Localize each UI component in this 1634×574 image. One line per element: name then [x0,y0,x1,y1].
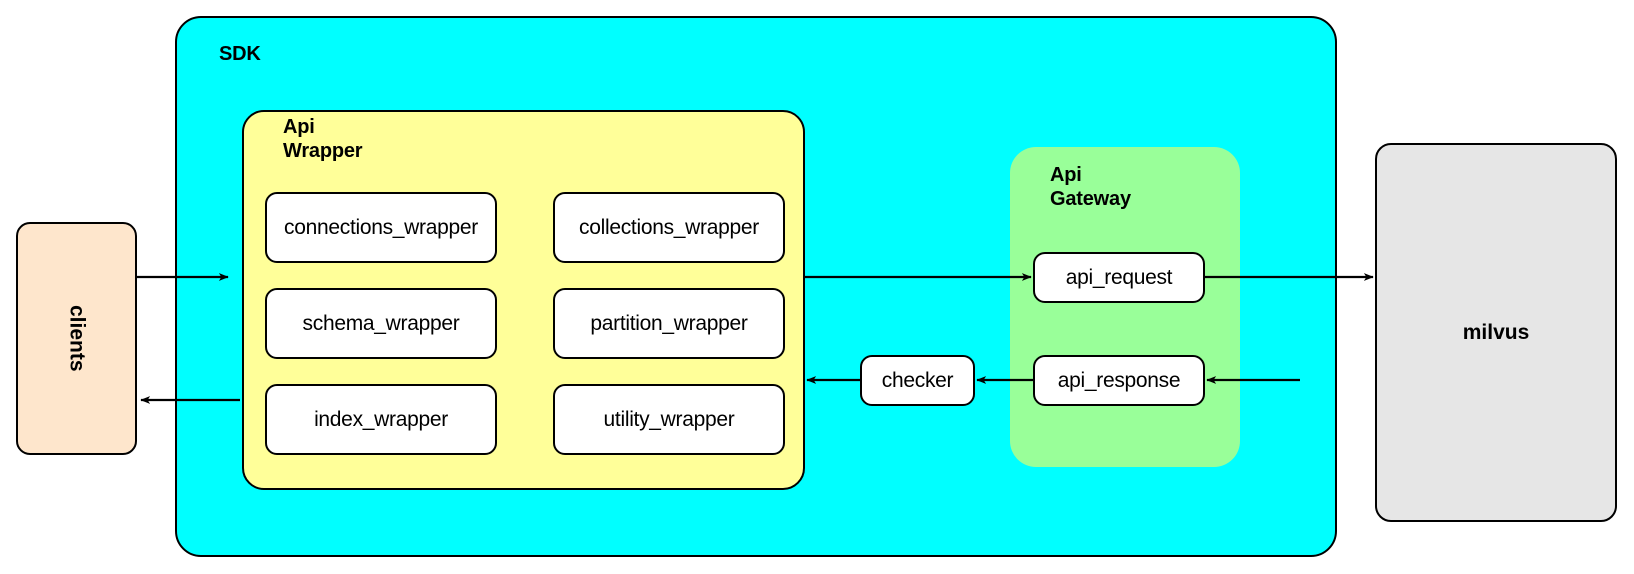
node-milvus-label: milvus [1462,320,1530,344]
node-api-response-label: api_response [1057,368,1181,392]
node-api-request-label: api_request [1065,265,1173,289]
node-index-wrapper-label: index_wrapper [314,407,448,431]
node-clients[interactable]: clients [16,222,137,455]
group-sdk-label: SDK [219,43,261,65]
node-api-request[interactable]: api_request [1033,252,1205,303]
node-utility-wrapper[interactable]: utility_wrapper [553,384,785,455]
node-milvus[interactable]: milvus [1375,143,1617,522]
node-collections-wrapper-label: collections_wrapper [579,215,759,239]
node-partition-wrapper-label: partition_wrapper [590,311,748,335]
group-api-gateway[interactable] [1010,147,1240,467]
node-connections-wrapper-label: connections_wrapper [284,215,478,239]
node-partition-wrapper[interactable]: partition_wrapper [553,288,785,359]
node-checker-label: checker [881,368,954,392]
node-clients-label: clients [65,305,89,372]
group-api-gateway-label: Api Gateway [1050,164,1131,211]
node-utility-wrapper-label: utility_wrapper [603,407,735,431]
node-index-wrapper[interactable]: index_wrapper [265,384,497,455]
node-connections-wrapper[interactable]: connections_wrapper [265,192,497,263]
node-schema-wrapper-label: schema_wrapper [302,311,460,335]
node-collections-wrapper[interactable]: collections_wrapper [553,192,785,263]
node-checker[interactable]: checker [860,355,975,406]
group-api-wrapper-label: Api Wrapper [283,116,363,163]
node-api-response[interactable]: api_response [1033,355,1205,406]
node-schema-wrapper[interactable]: schema_wrapper [265,288,497,359]
